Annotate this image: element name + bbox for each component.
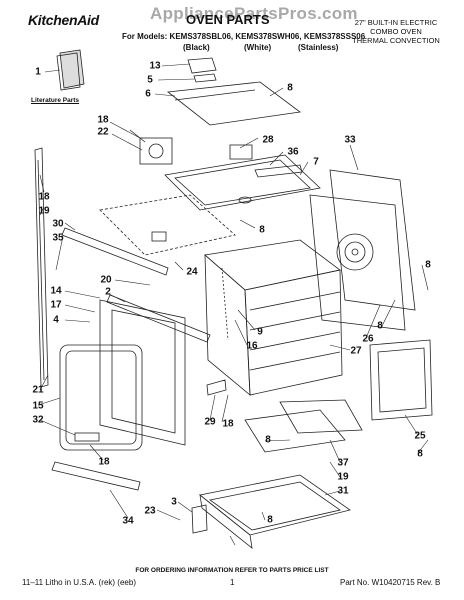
callout-15[interactable]: 15	[32, 400, 44, 412]
door-gasket	[59, 344, 143, 451]
callout-16[interactable]: 16	[246, 340, 258, 352]
callout-32[interactable]: 32	[32, 414, 44, 426]
callout-37[interactable]: 37	[337, 457, 349, 469]
callout-8e[interactable]: 8	[417, 448, 423, 460]
callout-3[interactable]: 3	[171, 496, 177, 508]
callout-9[interactable]: 9	[257, 326, 263, 338]
callout-18[interactable]: 18	[97, 114, 109, 126]
callout-14[interactable]: 14	[50, 285, 62, 297]
callout-18c[interactable]: 18	[222, 418, 234, 430]
page-number: 1	[230, 578, 235, 587]
element-bracket	[151, 231, 167, 242]
callout-8d[interactable]: 8	[377, 320, 383, 332]
section-title: OVEN PARTS	[186, 12, 270, 27]
thermostat-assembly	[129, 129, 173, 165]
watermark: AppliancePartsPros.com	[150, 4, 358, 23]
litho-note: 11–11 Litho in U.S.A. (rek) (eeb)	[22, 578, 136, 587]
hinge-bracket	[206, 379, 227, 396]
callout-26[interactable]: 26	[362, 333, 374, 345]
callout-19b[interactable]: 19	[337, 471, 349, 483]
callout-8[interactable]: 8	[287, 82, 293, 94]
callout-21[interactable]: 21	[32, 384, 44, 396]
product-line-1: 27" BUILT-IN ELECTRIC	[354, 18, 438, 27]
literature-booklet	[56, 49, 85, 91]
callout-6[interactable]: 6	[145, 88, 151, 100]
callout-2[interactable]: 2	[105, 286, 111, 298]
broil-element-outline	[99, 194, 236, 256]
bottom-tray	[199, 474, 351, 549]
callout-25[interactable]: 25	[414, 430, 426, 442]
callout-24[interactable]: 24	[186, 266, 198, 278]
leader-lines	[37, 63, 429, 546]
callout-33[interactable]: 33	[344, 134, 356, 146]
callout-18d[interactable]: 18	[98, 456, 110, 468]
callout-19[interactable]: 19	[38, 205, 50, 217]
callout-13[interactable]: 13	[149, 60, 161, 72]
callout-36[interactable]: 36	[287, 146, 299, 158]
callout-35[interactable]: 35	[52, 232, 64, 244]
variant-black: (Black)	[183, 43, 210, 52]
convection-back-panel	[309, 169, 416, 331]
callout-8g[interactable]: 8	[267, 514, 273, 526]
variant-stainless: (Stainless)	[298, 43, 339, 52]
element-cover	[164, 144, 321, 211]
callout-7[interactable]: 7	[313, 156, 319, 168]
callout-20[interactable]: 20	[100, 274, 112, 286]
callout-30[interactable]: 30	[52, 218, 64, 230]
product-line-2: COMBO OVEN	[370, 27, 422, 36]
literature-parts-label: Literature Parts	[31, 97, 80, 104]
oven-door-frame	[99, 299, 186, 446]
callout-31[interactable]: 31	[337, 485, 349, 497]
lower-cover	[244, 399, 363, 453]
top-panel	[166, 57, 302, 126]
callout-28[interactable]: 28	[262, 134, 274, 146]
callout-22[interactable]: 22	[97, 126, 109, 138]
right-side-panel	[369, 339, 433, 421]
callout-4[interactable]: 4	[53, 314, 59, 326]
door-trim-strip	[106, 294, 211, 343]
ordering-note: FOR ORDERING INFORMATION REFER TO PARTS …	[135, 567, 329, 574]
callout-34[interactable]: 34	[122, 515, 134, 527]
callout-8b[interactable]: 8	[259, 224, 265, 236]
bottom-trim-strip	[51, 461, 141, 491]
callout-8c[interactable]: 8	[425, 259, 431, 271]
side-trim-strip	[34, 147, 49, 388]
callout-1[interactable]: 1	[35, 66, 41, 78]
callout-5[interactable]: 5	[147, 74, 153, 86]
gasket-clip	[74, 432, 100, 442]
mounting-bracket	[191, 504, 208, 534]
oven-cavity	[204, 239, 343, 396]
vent-rail	[61, 227, 169, 276]
brand-logo: KitchenAid	[28, 12, 99, 28]
callout-18b[interactable]: 18	[38, 191, 50, 203]
callout-17[interactable]: 17	[50, 299, 62, 311]
callout-27[interactable]: 27	[350, 345, 362, 357]
part-number: Part No. W10420715 Rev. B	[340, 578, 441, 587]
product-line-3: THERMAL CONVECTION	[352, 36, 440, 45]
models-line: For Models: KEMS378SBL06, KEMS378SWH06, …	[122, 32, 366, 41]
callout-8f[interactable]: 8	[265, 434, 271, 446]
callout-29[interactable]: 29	[204, 416, 216, 428]
callout-23[interactable]: 23	[144, 505, 156, 517]
variant-white: (White)	[244, 43, 272, 52]
